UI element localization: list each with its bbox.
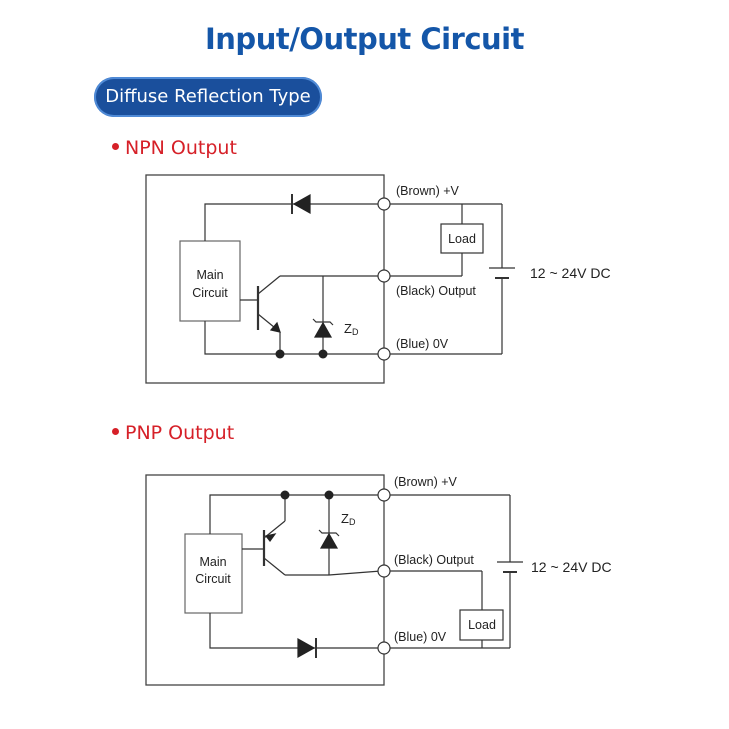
pnp-terminal-brown: (Brown) +V xyxy=(394,475,458,489)
npn-circuit xyxy=(145,174,515,384)
pnp-sensor-box xyxy=(145,474,385,686)
terminal-icon xyxy=(377,564,391,578)
terminal-icon xyxy=(377,197,391,211)
npn-terminal-blue: (Blue) 0V xyxy=(396,337,449,351)
pnp-zener-icon xyxy=(318,529,340,549)
pnp-transistor-icon xyxy=(242,520,286,576)
npn-load-label: Load xyxy=(448,232,476,246)
npn-zener-icon xyxy=(312,318,334,338)
pnp-load-box xyxy=(459,609,504,641)
page-title: Input/Output Circuit xyxy=(205,22,524,56)
npn-terminal-black: (Black) Output xyxy=(396,284,476,298)
npn-sensor-box xyxy=(145,174,385,384)
npn-labels: Main Circuit ZD (Brown) +V (Black) Outpu… xyxy=(192,184,610,351)
terminal-icon xyxy=(377,641,391,655)
pnp-terminal-blue: (Blue) 0V xyxy=(394,630,447,644)
pnp-heading-text: PNP Output xyxy=(125,422,235,444)
junction-dot xyxy=(275,349,285,359)
pnp-labels: Main Circuit ZD (Brown) +V (Black) Outpu… xyxy=(195,475,611,644)
npn-terminal-brown: (Brown) +V xyxy=(396,184,460,198)
terminal-icon xyxy=(377,269,391,283)
pnp-diode-icon xyxy=(297,637,317,659)
pnp-main-circuit-box xyxy=(184,533,243,614)
npn-heading-text: NPN Output xyxy=(125,137,237,159)
junction-dot xyxy=(324,490,334,500)
npn-supply-label: 12 ~ 24V DC xyxy=(530,265,611,281)
npn-diode-icon xyxy=(291,193,311,215)
pnp-circuit xyxy=(145,474,523,686)
npn-zener-label: ZD xyxy=(344,321,359,337)
terminal-icon xyxy=(377,347,391,361)
npn-main-label-1: Main xyxy=(196,268,223,282)
terminal-icon xyxy=(377,488,391,502)
pnp-zener-label: ZD xyxy=(341,511,356,527)
npn-heading: NPN Output xyxy=(112,137,237,159)
pnp-terminal-black: (Black) Output xyxy=(394,553,474,567)
type-badge: Diffuse Reflection Type xyxy=(94,77,322,117)
junction-dot xyxy=(318,349,328,359)
pnp-main-label-2: Circuit xyxy=(195,572,231,586)
npn-transistor-icon xyxy=(240,275,281,333)
bullet-icon xyxy=(112,428,119,435)
npn-main-circuit-box xyxy=(179,240,241,322)
bullet-icon xyxy=(112,143,119,150)
pnp-supply-label: 12 ~ 24V DC xyxy=(531,559,612,575)
npn-main-label-2: Circuit xyxy=(192,286,228,300)
npn-load-box xyxy=(440,223,484,254)
pnp-heading: PNP Output xyxy=(112,422,234,444)
junction-dot xyxy=(280,490,290,500)
pnp-load-label: Load xyxy=(468,618,496,632)
pnp-main-label-1: Main xyxy=(199,555,226,569)
